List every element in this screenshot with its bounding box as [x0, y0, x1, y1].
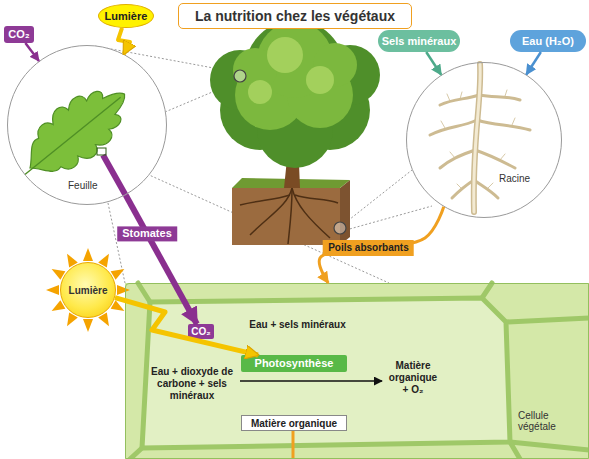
tree-canopy [210, 20, 380, 168]
cell-text: Eau + sels minéraux [240, 319, 355, 331]
edge-label: Stomates [117, 226, 177, 241]
water-pill: Eau (H₂O) [510, 30, 586, 52]
stomata-arrow [126, 195, 197, 324]
node-text: Matière organique [251, 418, 337, 429]
root-drawing [430, 64, 530, 212]
node-text: Feuille [68, 180, 97, 191]
cell-text: Eau + dioxyde de carbone + sels minéraux [148, 366, 236, 402]
light-bolt [115, 298, 258, 355]
product-box: Matière organique [241, 415, 347, 431]
node-text: Photosynthèse [255, 357, 334, 369]
minerals-arrow [426, 52, 441, 75]
co2-arrow [25, 43, 39, 61]
edge-label: Poils absorbants [323, 240, 414, 256]
zoom-marker [234, 70, 246, 82]
process-box: Photosynthèse [241, 355, 347, 372]
root-circle: Racine [406, 62, 562, 218]
light-bubble: Lumière [98, 4, 154, 28]
cell-walls [130, 283, 589, 459]
leaf-disc [7, 45, 167, 205]
reaction-arrow [240, 380, 382, 382]
zoom-marker [334, 222, 346, 234]
sun-disc: Lumière [60, 262, 116, 318]
co2-tag: CO₂ [188, 324, 214, 339]
central-cell [142, 298, 510, 448]
stomata-lead [103, 155, 126, 195]
tree-ground [232, 178, 350, 245]
cell-text: Matière organique + O₂ [385, 360, 441, 396]
co2-tag: CO₂ [4, 26, 34, 43]
cell-background [125, 283, 589, 459]
node-text: Sels minéraux [382, 35, 457, 47]
node-text: Eau (H₂O) [522, 35, 574, 47]
minerals-pill: Sels minéraux [378, 30, 460, 52]
node-text: Cellule végétale [518, 410, 580, 432]
leaf-circle: Feuille [7, 45, 167, 205]
node-text: CO₂ [191, 326, 210, 337]
root-hair-arrow [319, 207, 444, 283]
node-text: CO₂ [8, 28, 29, 40]
stomata-spot [97, 148, 106, 155]
node-text: Racine [499, 173, 530, 184]
light-bolt [118, 28, 130, 54]
output-line [292, 431, 295, 459]
diagram-title: La nutrition chez les végétaux [178, 3, 412, 29]
root-disc [406, 62, 562, 218]
water-arrow [526, 52, 541, 74]
node-text: Lumière [105, 10, 148, 22]
node-text: Lumière [69, 285, 108, 296]
oak-leaf [5, 70, 143, 196]
sun-rays [46, 248, 130, 332]
